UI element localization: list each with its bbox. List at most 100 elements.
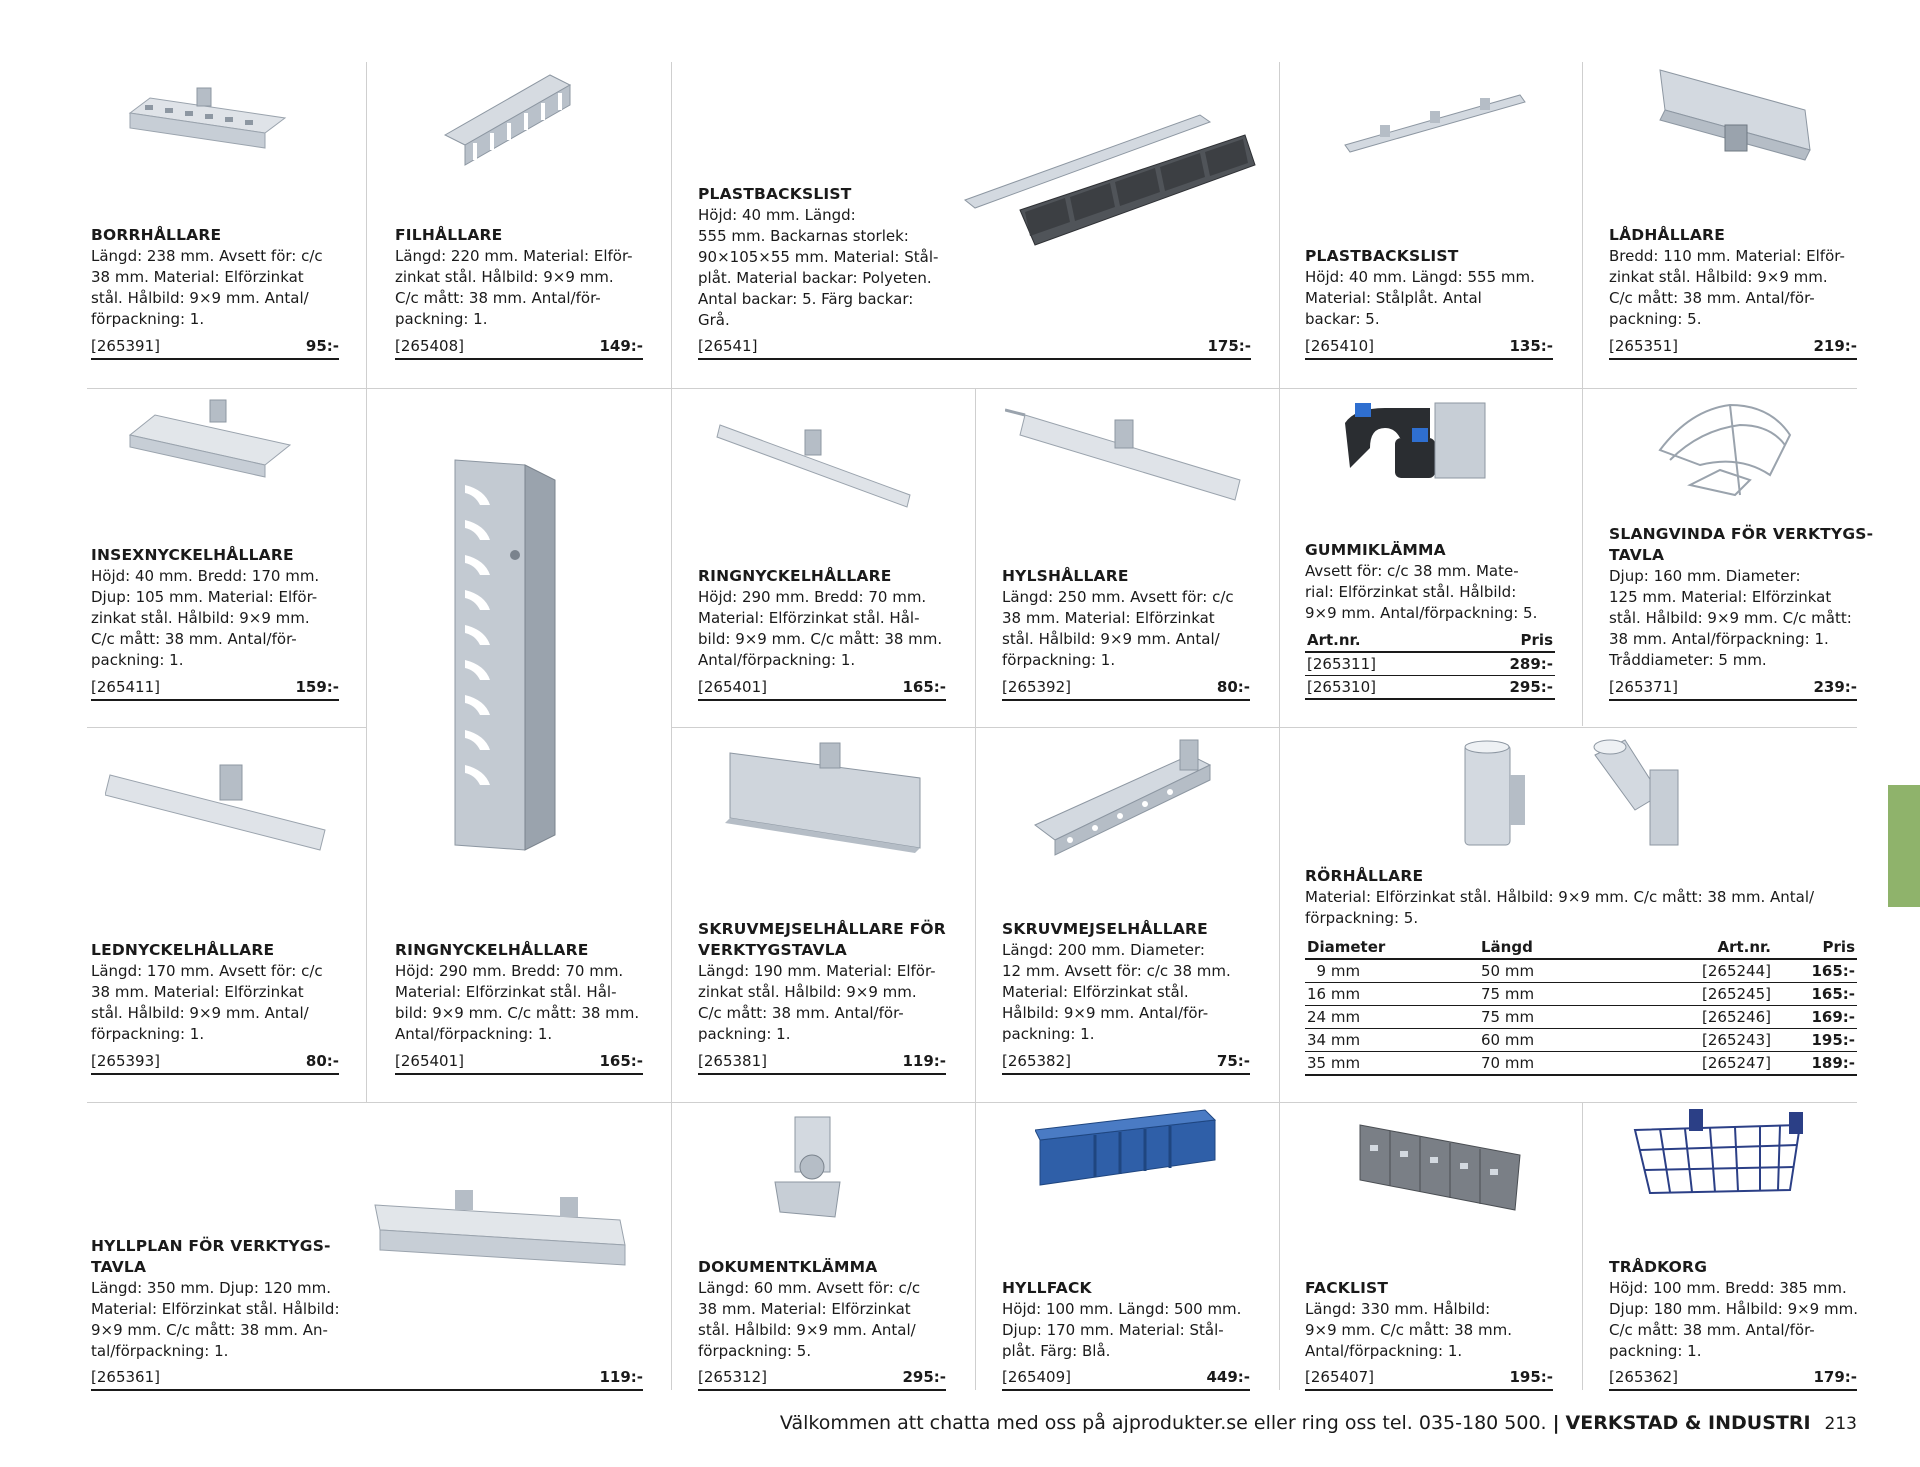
product-description: Längd: 220 mm. Material: Elför-zinkat st… <box>395 247 633 328</box>
product-title: DOKUMENTKLÄMMA <box>698 1258 878 1276</box>
price-row: [265391]95:- <box>91 333 339 360</box>
article-number: [265391] <box>91 337 160 355</box>
price: 159:- <box>295 678 339 696</box>
price-row: [265409]449:- <box>1002 1364 1250 1391</box>
page-number: 213 <box>1824 1414 1857 1434</box>
product-description: Höjd: 290 mm. Bredd: 70 mm.Material: Elf… <box>698 588 943 669</box>
article-number: [265371] <box>1609 678 1678 696</box>
price-row: [265362] 179:- <box>1609 1364 1857 1391</box>
price: 135:- <box>1509 337 1553 355</box>
product-title: SLANGVINDA FÖR VERKTYGS-TAVLA <box>1609 525 1874 564</box>
product-title: BORRHÅLLARE <box>91 226 222 244</box>
table-row: [265311]289:- <box>1305 652 1555 676</box>
grid-line <box>87 1102 1857 1103</box>
article-number: [265381] <box>698 1052 767 1070</box>
plastbackslist-image <box>1340 90 1530 164</box>
price-row: [26541] 175:- <box>698 333 1251 360</box>
product-title: FACKLIST <box>1305 1279 1389 1297</box>
price: 175:- <box>1207 337 1251 355</box>
price-table: Art.nr.Pris [265311]289:- [265310]295:- <box>1305 629 1555 700</box>
grid-line <box>1582 62 1583 726</box>
article-number: [265393] <box>91 1052 160 1070</box>
product-title: FILHÅLLARE <box>395 226 503 244</box>
product-description: Höjd: 290 mm. Bredd: 70 mm.Material: Elf… <box>395 962 640 1043</box>
tradkorg-image <box>1630 1105 1810 1204</box>
price: 179:- <box>1813 1368 1857 1386</box>
price: 119:- <box>902 1052 946 1070</box>
article-number: [265351] <box>1609 337 1678 355</box>
product-description: Höjd: 40 mm. Längd: 555 mm.Material: Stå… <box>1305 268 1535 328</box>
dokumentklamma-image <box>770 1112 845 1226</box>
product-description: Material: Elförzinkat stål. Hålbild: 9×9… <box>1305 888 1815 927</box>
ringnyckelhallare-image <box>715 415 915 519</box>
product-description: Längd: 200 mm. Diameter:12 mm. Avsett fö… <box>1002 941 1231 1043</box>
column-header: Art.nr. <box>1305 629 1457 653</box>
article-number: [265407] <box>1305 1368 1374 1386</box>
price: 165:- <box>902 678 946 696</box>
article-number: [265408] <box>395 337 464 355</box>
page-footer: Välkommen att chatta med oss på ajproduk… <box>780 1412 1857 1434</box>
article-number: [26541] <box>698 337 758 355</box>
product-description: Avsett för: c/c 38 mm. Mate-rial: Elförz… <box>1305 562 1538 622</box>
rorhallare-image <box>1460 735 1700 854</box>
price-row: [265312]295:- <box>698 1364 946 1391</box>
insexnyckelhallare-image <box>125 395 295 489</box>
footer-text: Välkommen att chatta med oss på ajproduk… <box>779 1412 1547 1434</box>
price-row: [265407]195:- <box>1305 1364 1553 1391</box>
facklist-image <box>1355 1115 1525 1219</box>
table-row: [265310]295:- <box>1305 675 1555 700</box>
hyllfack-image <box>1034 1105 1220 1199</box>
product-title: LEDNYCKELHÅLLARE <box>91 941 275 959</box>
price: 149:- <box>599 337 643 355</box>
price: 295:- <box>902 1368 946 1386</box>
price-row: [265382]75:- <box>1002 1048 1250 1075</box>
product-title: HYLSHÅLLARE <box>1002 567 1129 585</box>
product-description: Höjd: 100 mm. Bredd: 385 mm.Djup: 180 mm… <box>1609 1279 1858 1360</box>
product-title: HYLLPLAN FÖR VERKTYGS-TAVLA <box>91 1237 331 1276</box>
product-title: HYLLFACK <box>1002 1279 1092 1297</box>
price-row: [265381] 119:- <box>698 1048 946 1075</box>
product-description: Längd: 330 mm. Hålbild:9×9 mm. C/c mått:… <box>1305 1300 1512 1360</box>
price-row: [265393]80:- <box>91 1048 339 1075</box>
article-number: [265401] <box>395 1052 464 1070</box>
grid-line <box>671 727 1857 728</box>
price: 119:- <box>599 1368 643 1386</box>
grid-line <box>1279 62 1280 1390</box>
product-title: RINGNYCKELHÅLLARE <box>395 941 589 959</box>
product-title: RÖRHÅLLARE <box>1305 867 1424 885</box>
article-number: [265362] <box>1609 1368 1678 1386</box>
grid-line <box>87 388 1857 389</box>
product-title: PLASTBACKSLIST <box>1305 247 1459 265</box>
price: 219:- <box>1813 337 1857 355</box>
footer-separator: | <box>1552 1412 1560 1434</box>
grid-line <box>1582 1102 1583 1390</box>
article-number: [265392] <box>1002 678 1071 696</box>
footer-section: VERKSTAD & INDUSTRI <box>1565 1412 1811 1434</box>
hyllplan-image <box>370 1185 630 1279</box>
borrhallare-image <box>125 78 290 162</box>
filhallare-image <box>440 65 580 179</box>
skruvmejselhallare-image <box>720 738 930 857</box>
product-description: Höjd: 100 mm. Längd: 500 mm.Djup: 170 mm… <box>1002 1300 1242 1360</box>
grid-line <box>366 62 367 1102</box>
grid-line <box>671 62 672 1390</box>
article-number: [265411] <box>91 678 160 696</box>
price-row: [265408] 149:- <box>395 333 643 360</box>
lednyckelhallare-image <box>104 760 330 864</box>
product-title: INSEXNYCKELHÅLLARE <box>91 546 294 564</box>
grid-line <box>975 388 976 1390</box>
slangvinda-image <box>1650 400 1800 504</box>
section-tab <box>1888 785 1920 907</box>
price-row: [265401]165:- <box>698 674 946 701</box>
product-description: Längd: 190 mm. Material: Elför-zinkat st… <box>698 962 936 1043</box>
column-header: Längd <box>1479 936 1653 960</box>
column-header: Art.nr. <box>1653 936 1773 960</box>
